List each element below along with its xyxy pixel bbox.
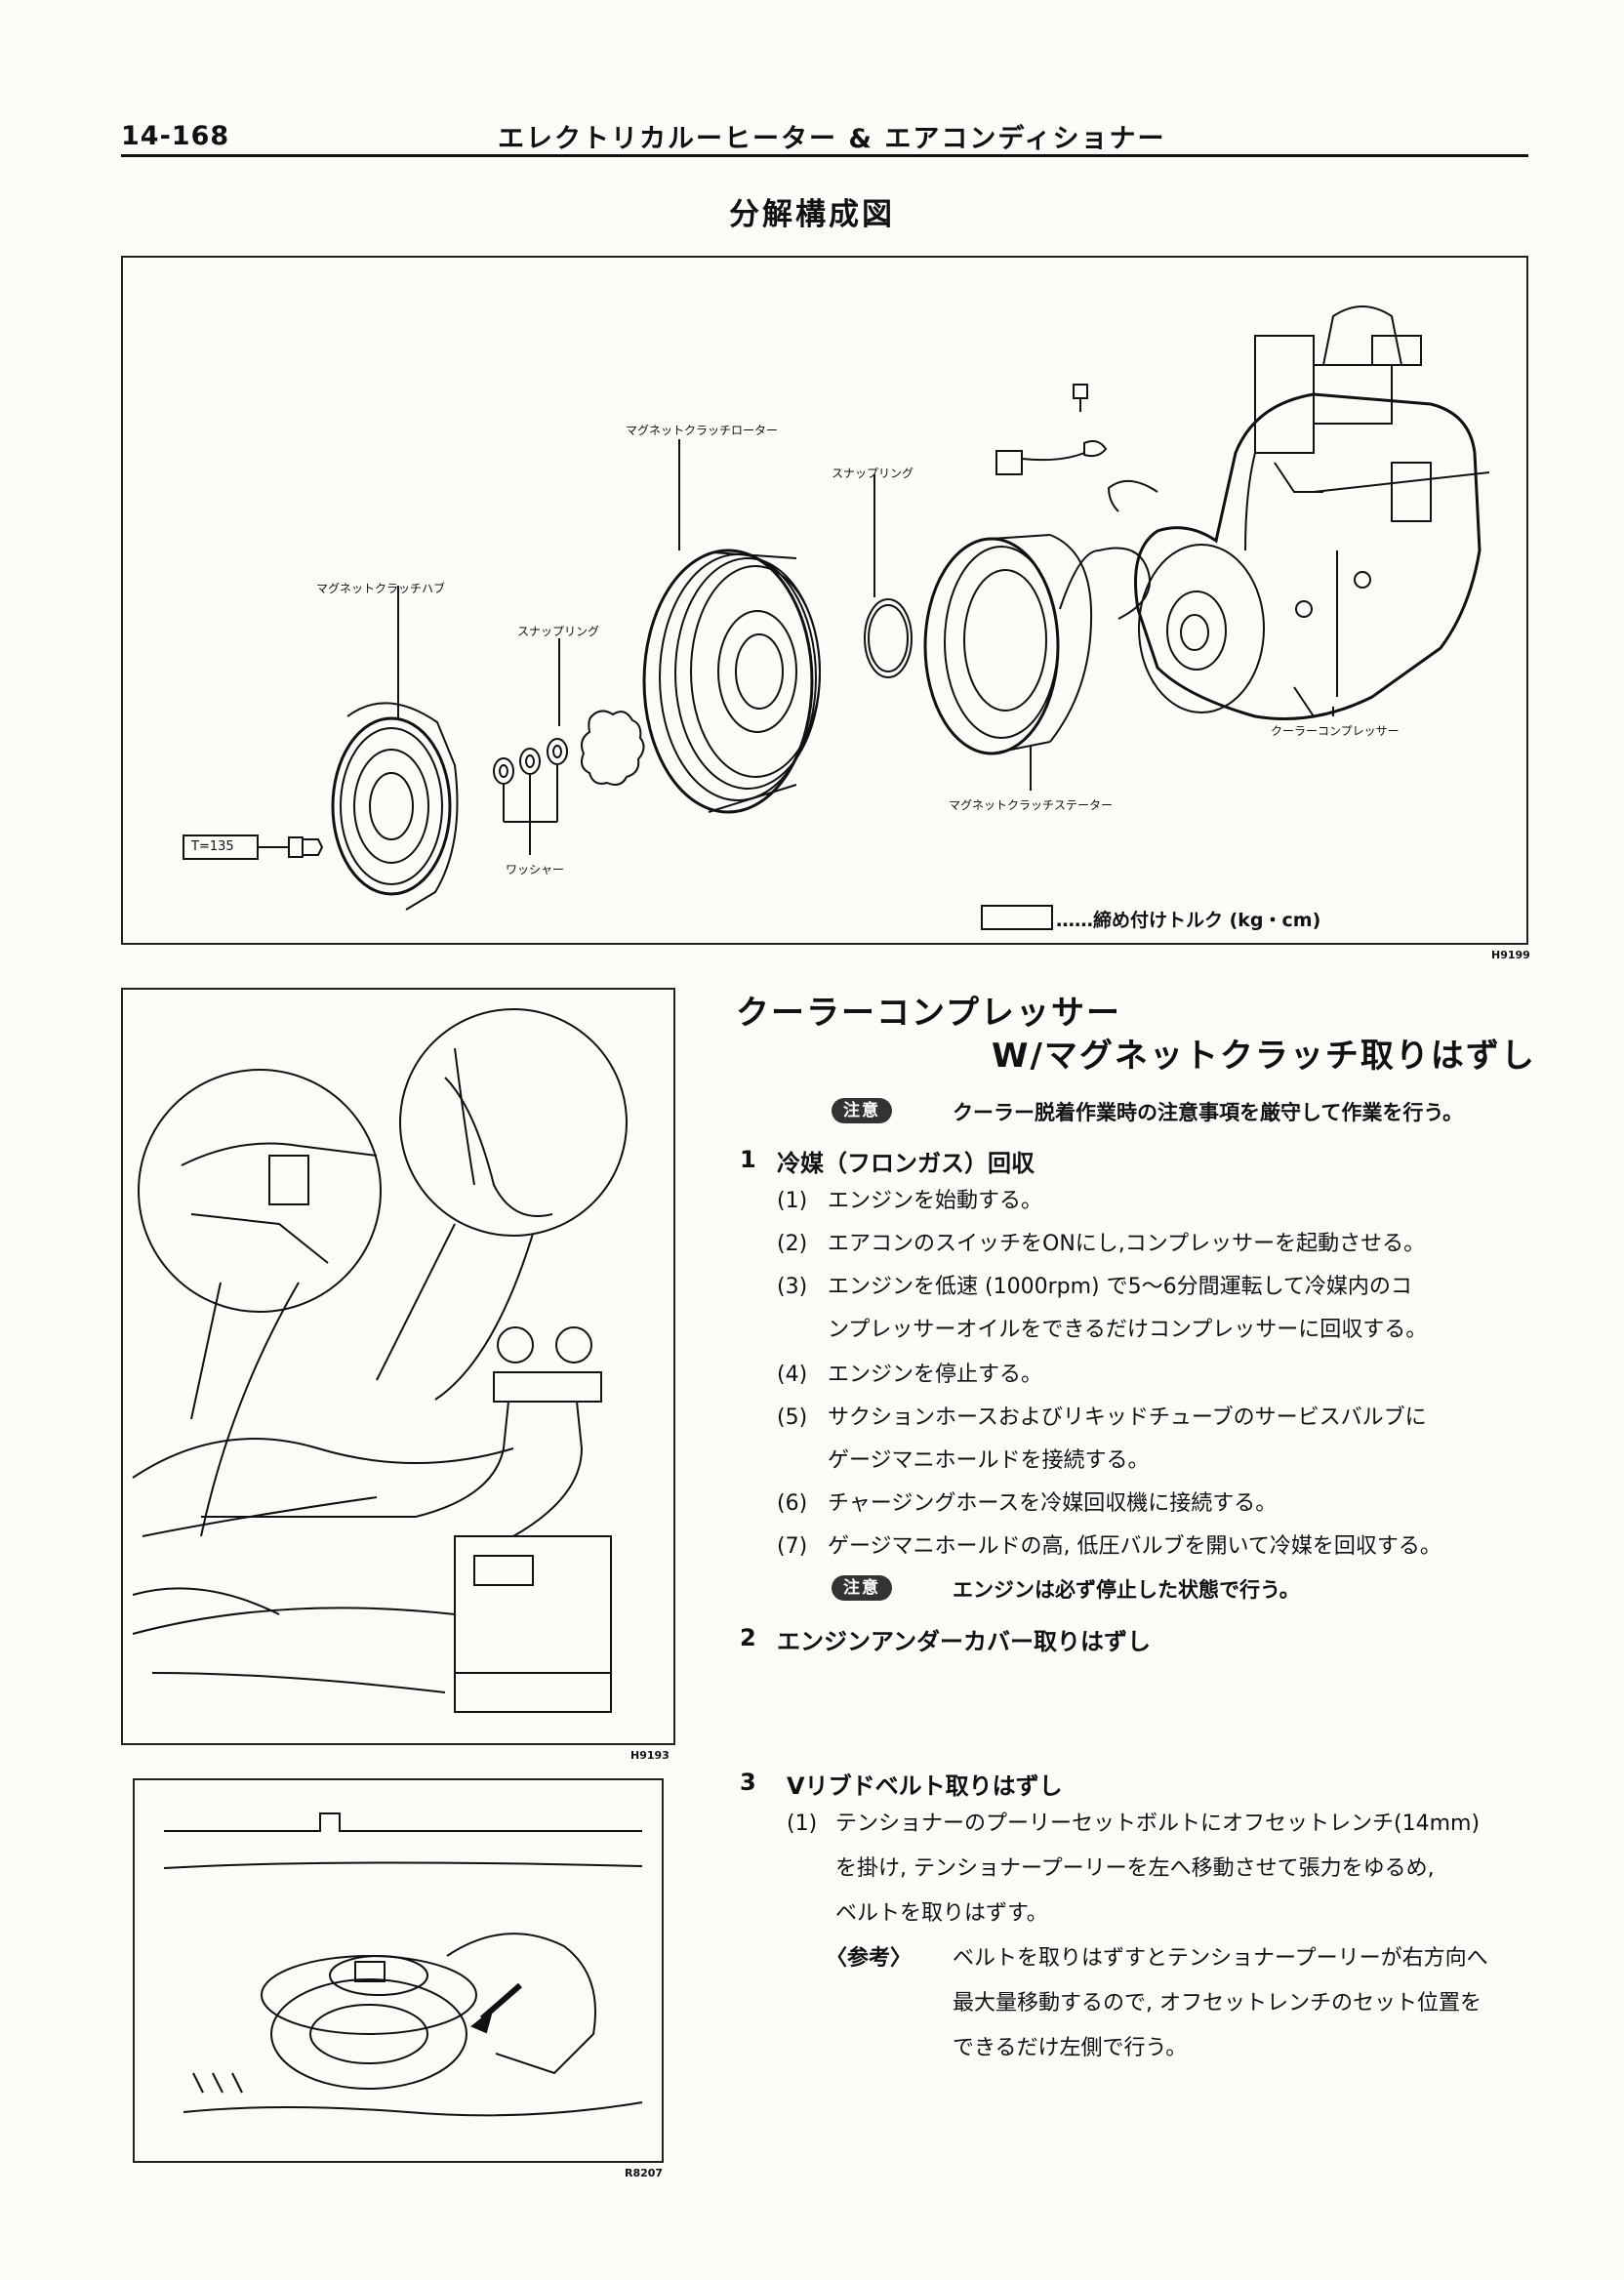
step-1-item-7-text: ゲージマニホールドの高, 低圧バルブを開いて冷媒を回収する。: [828, 1534, 1441, 1559]
label-snap-ring-top: スナップリング: [832, 467, 914, 480]
step-2-number: 2: [740, 1624, 756, 1651]
page-number: 14-168: [121, 121, 230, 151]
caution-badge: 注意: [832, 1098, 892, 1124]
step-3-number: 3: [740, 1769, 756, 1796]
exploded-view-drawing: [183, 305, 1490, 930]
step-3-item-1-text-cont2: ベルトを取りはずす。: [835, 1901, 1048, 1926]
step-1-item-1-text: エンジンを始動する。: [828, 1189, 1043, 1213]
torque-legend: ……締め付けトルク (kg・cm): [1056, 910, 1321, 931]
step-3-item-1-text: テンショナーのプーリーセットボルトにオフセットレンチ(14mm): [835, 1812, 1481, 1836]
exploded-diagram-figure: マグネットクラッチローター スナップリング マグネットクラッチハブ スナップリン…: [121, 256, 1528, 945]
step-1-item-2-num: (2): [777, 1232, 808, 1256]
label-clutch-rotor: マグネットクラッチローター: [626, 424, 779, 437]
label-washer: ワッシャー: [506, 863, 565, 876]
reference-line-2: 最大量移動するので, オフセットレンチのセット位置を: [953, 1991, 1482, 2015]
step-1-item-3-text: エンジンを低速 (1000rpm) で5～6分間運転して冷媒内のコ: [828, 1275, 1412, 1299]
caution-note-2: 注意: [832, 1575, 892, 1602]
refrigerant-recovery-drawing: [132, 1008, 628, 1713]
step-1-item-4-num: (4): [777, 1363, 808, 1387]
label-stator: マグネットクラッチステーター: [949, 798, 1114, 812]
step-1-item-7-num: (7): [777, 1534, 808, 1559]
step-1-item-6-num: (6): [777, 1491, 808, 1516]
caution-note-2-text: エンジンは必ず停止した状態で行う。: [953, 1578, 1300, 1602]
caution-badge: 注意: [832, 1575, 892, 1602]
step-1-item-1-num: (1): [777, 1189, 808, 1213]
belt-removal-drawing: [163, 1812, 643, 2117]
caution-note-1: 注意: [832, 1098, 892, 1124]
figure-code: H9199: [1491, 949, 1530, 961]
procedure-title-line2: W/マグネットクラッチ取りはずし: [992, 1037, 1536, 1076]
reference-label: 〈参考〉: [826, 1946, 913, 1971]
label-snap-ring-mid: スナップリング: [517, 625, 600, 638]
step-3-title: Vリブドベルト取りはずし: [787, 1772, 1063, 1800]
step-1-item-4-text: エンジンを停止する。: [828, 1363, 1043, 1387]
step-1-number: 1: [740, 1146, 756, 1173]
step-1-item-6-text: チャージングホースを冷媒回収機に接続する。: [828, 1491, 1278, 1516]
label-compressor: クーラーコンプレッサー: [1271, 724, 1400, 738]
refrigerant-recovery-figure: [121, 988, 675, 1745]
reference-line-1: ベルトを取りはずすとテンショナープーリーが右方向へ: [953, 1946, 1488, 1971]
page-header-title: エレクトリカルーヒーター & エアコンディショナー: [498, 124, 1166, 154]
step-1-item-5-num: (5): [777, 1405, 808, 1430]
procedure-title-line1: クーラーコンプレッサー: [736, 994, 1121, 1033]
step-1-item-3-text-cont: ンプレッサーオイルをできるだけコンプレッサーに回収する。: [828, 1318, 1428, 1342]
step-2-title: エンジンアンダーカバー取りはずし: [777, 1628, 1152, 1655]
section-title: 分解構成図: [729, 197, 895, 232]
figure-2-code: R8207: [625, 2167, 664, 2179]
step-1-title: 冷媒（フロンガス）回収: [777, 1150, 1035, 1177]
label-clutch-hub: マグネットクラッチハブ: [316, 582, 446, 595]
header-rule: [121, 154, 1528, 157]
step-3-item-1-num: (1): [787, 1812, 818, 1836]
step-1-item-5-text: サクションホースおよびリキッドチューブのサービスバルブに: [828, 1405, 1427, 1430]
step-1-item-5-text-cont: ゲージマニホールドを接続する。: [828, 1448, 1150, 1473]
step-3-item-1-text-cont: を掛け, テンショナープーリーを左へ移動させて張力をゆるめ,: [835, 1856, 1435, 1881]
step-1-item-3-num: (3): [777, 1275, 808, 1299]
step-1-item-2-text: エアコンのスイッチをONにし,コンプレッサーを起動させる。: [828, 1232, 1426, 1256]
figure-1-code: H9193: [630, 1749, 670, 1762]
belt-removal-figure: [133, 1778, 664, 2163]
torque-value: T=135: [191, 839, 234, 854]
reference-line-3: できるだけ左側で行う。: [953, 2036, 1188, 2060]
caution-note-1-text: クーラー脱着作業時の注意事項を厳守して作業を行う。: [953, 1101, 1464, 1124]
